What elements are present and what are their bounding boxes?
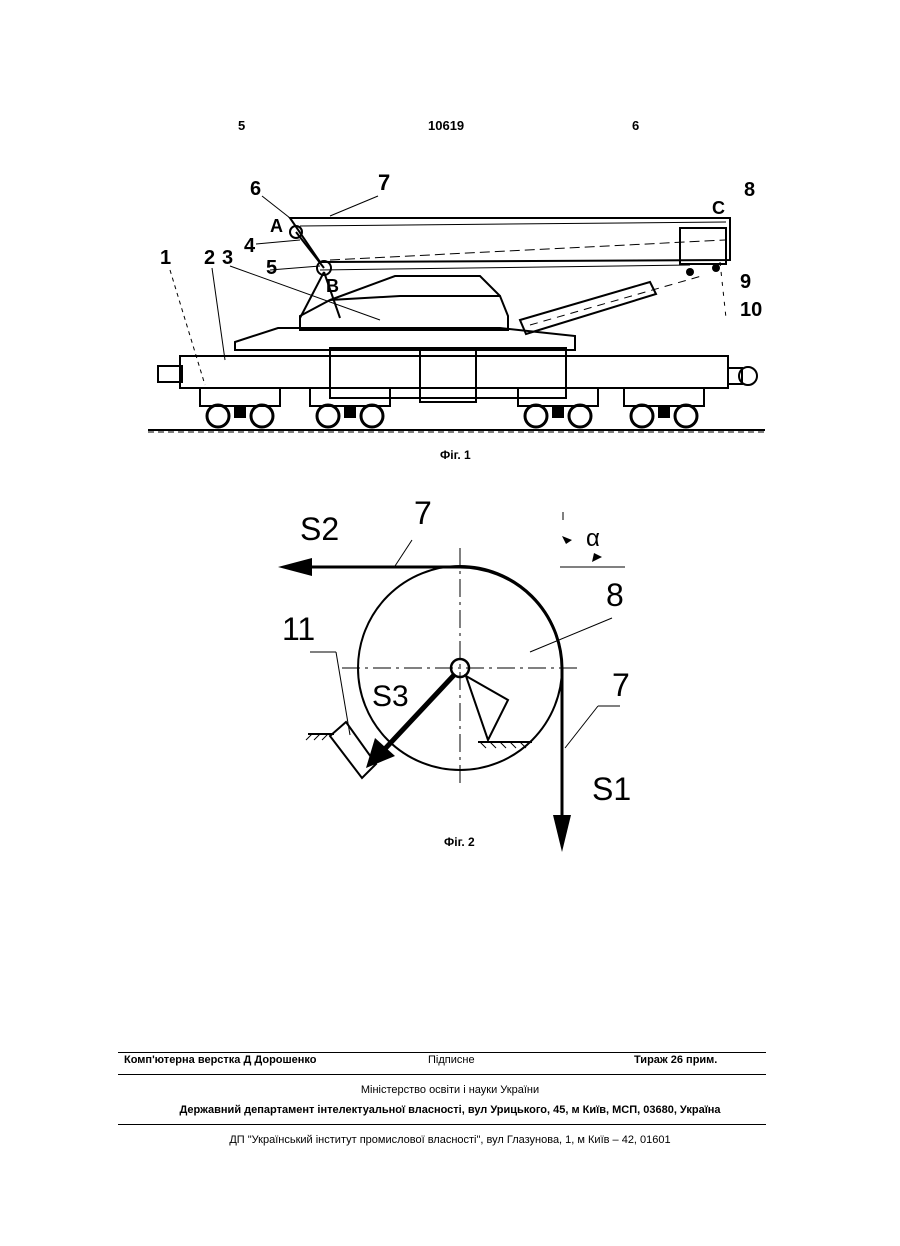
- fig2-label-s2: S2: [300, 511, 339, 547]
- footer-typesetting: Комп'ютерна верстка Д Дорошенко: [124, 1054, 317, 1066]
- footer-rule-middle: [118, 1074, 766, 1075]
- fig1-label-5: 5: [266, 257, 277, 279]
- fig2-label-7-top: 7: [414, 495, 432, 531]
- fig1-label-3: 3: [222, 247, 233, 269]
- fig2-label-7-right: 7: [612, 667, 630, 703]
- fig1-label-8: 8: [744, 179, 755, 201]
- figure-1-caption: Фіг. 1: [440, 448, 471, 462]
- fig2-label-alpha: α: [586, 525, 600, 552]
- fig1-label-4: 4: [244, 235, 256, 257]
- fig1-label-a: A: [270, 216, 283, 236]
- fig1-label-1: 1: [160, 247, 171, 269]
- footer-rule-bottom: [118, 1124, 766, 1125]
- fig2-label-s3: S3: [372, 680, 409, 713]
- fig2-label-8: 8: [606, 577, 624, 613]
- footer-institute: ДП "Український інститут промислової вла…: [0, 1134, 900, 1146]
- fig1-label-10: 10: [740, 299, 762, 321]
- fig1-label-b: B: [326, 276, 339, 296]
- fig1-label-2: 2: [204, 247, 215, 269]
- footer-ministry: Міністерство освіти і науки України: [0, 1084, 900, 1096]
- fig2-label-s1: S1: [592, 771, 631, 807]
- fig1-label-6: 6: [250, 178, 261, 200]
- footer-department: Державний департамент інтелектуальної вл…: [0, 1104, 900, 1116]
- fig2-label-11: 11: [282, 611, 315, 647]
- figure-2-caption: Фіг. 2: [444, 835, 475, 849]
- footer-circulation: Тираж 26 прим.: [634, 1054, 717, 1066]
- footer-rule-top: [118, 1052, 766, 1053]
- fig1-label-9: 9: [740, 271, 751, 293]
- fig1-label-7: 7: [378, 170, 390, 195]
- fig1-label-c: C: [712, 198, 725, 218]
- figure-1-crane-drawing: 1 2 3 4 5 6 7 8 9 10 A B C: [0, 0, 900, 470]
- footer-signed: Підписне: [428, 1054, 475, 1066]
